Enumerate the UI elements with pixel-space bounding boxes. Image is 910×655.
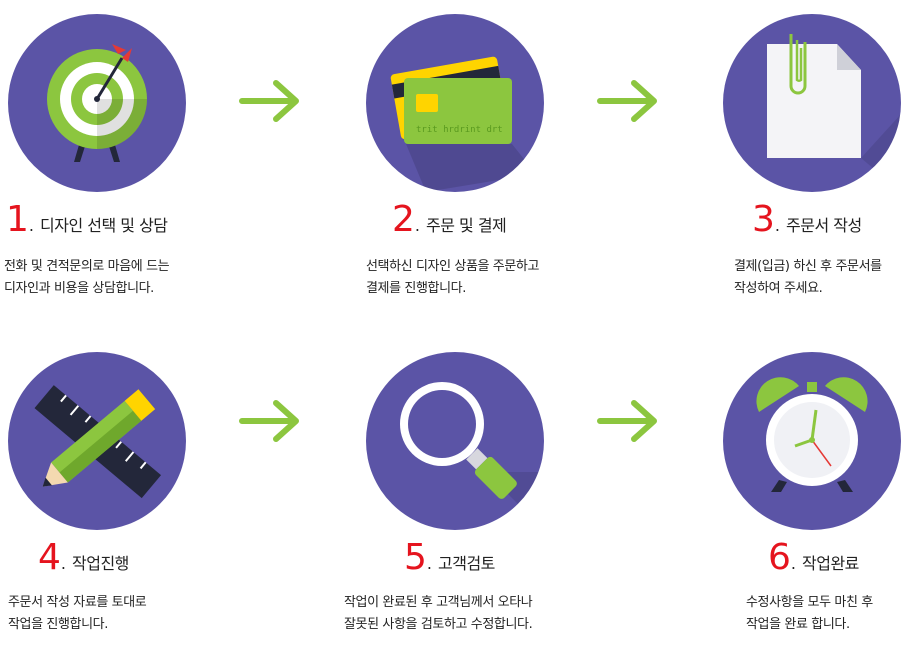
step-5-title: 5 . 고객검토 [404, 537, 495, 578]
step-label: 작업완료 [802, 554, 859, 573]
arrow-right-icon [238, 398, 304, 444]
step-4-circle [8, 352, 186, 530]
step-2-circle: trit hrdrint drt [366, 14, 544, 192]
pencil-ruler-icon [34, 385, 162, 499]
step-2-title: 2 . 주문 및 결제 [392, 199, 507, 240]
step-label: 디자인 선택 및 상담 [40, 216, 168, 235]
document-clip-icon [767, 34, 901, 192]
step-label: 고객검토 [438, 554, 495, 573]
step-number: 2 [392, 199, 415, 240]
step-3-title: 3 . 주문서 작성 [752, 199, 862, 240]
step-label: 주문서 작성 [786, 216, 862, 235]
svg-text:trit hrdrint drt: trit hrdrint drt [416, 125, 503, 135]
step-label: 주문 및 결제 [426, 216, 507, 235]
arrow-right-icon [596, 398, 662, 444]
step-number: 5 [404, 537, 427, 578]
step-2-description: 선택하신 디자인 상품을 주문하고 결제를 진행합니다. [366, 259, 540, 296]
step-number: 1 [6, 199, 29, 240]
step-6-description: 수정사항을 모두 마친 후 작업을 완료 합니다. [746, 595, 873, 632]
step-6-circle [723, 352, 901, 530]
magnifier-icon [400, 382, 544, 530]
alarm-clock-icon [756, 377, 868, 492]
step-4-description: 주문서 작성 자료를 토대로 작업을 진행합니다. [8, 595, 147, 632]
step-5-circle [366, 352, 544, 530]
step-5-description: 작업이 완료된 후 고객님께서 오타나 잘못된 사항을 검토하고 수정합니다. [344, 595, 533, 632]
arrow-right-icon [596, 78, 662, 124]
target-icon [47, 44, 147, 162]
step-1-circle [8, 14, 186, 192]
step-number: 3 [752, 199, 775, 240]
credit-card-icon: trit hrdrint drt [390, 56, 536, 192]
step-4-title: 4 . 작업진행 [38, 537, 129, 578]
step-number: 6 [768, 537, 791, 578]
step-label: 작업진행 [72, 554, 129, 573]
step-1-title: 1 . 디자인 선택 및 상담 [6, 199, 168, 240]
step-number: 4 [38, 537, 61, 578]
step-1-description: 전화 및 견적문의로 마음에 드는 디자인과 비용을 상담합니다. [4, 259, 170, 296]
step-3-circle [723, 14, 901, 192]
arrow-right-icon [238, 78, 304, 124]
step-6-title: 6 . 작업완료 [768, 537, 859, 578]
step-3-description: 결제(입금) 하신 후 주문서를 작성하여 주세요. [734, 259, 882, 296]
